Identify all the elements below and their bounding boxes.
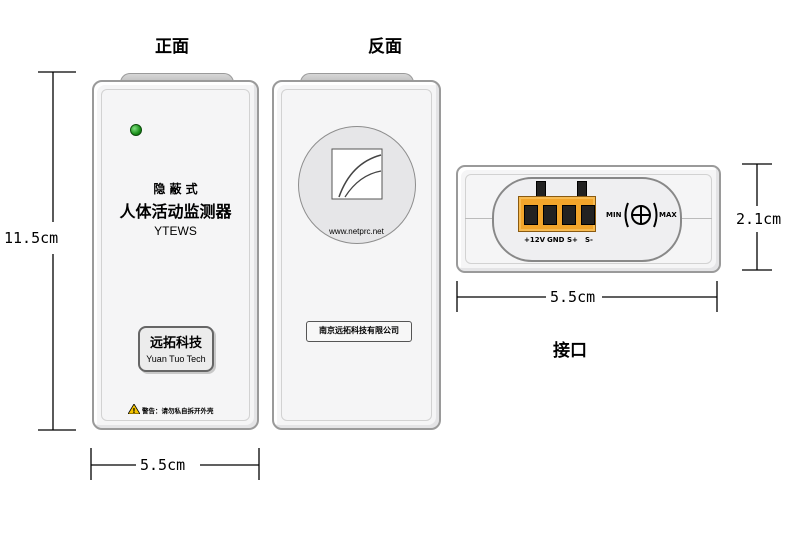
knob-max-label: MAX	[659, 211, 677, 219]
warning-text: 警告：请勿私自拆开外壳	[142, 407, 214, 415]
terminal-block	[518, 196, 596, 232]
logo-emblem	[298, 126, 416, 244]
terminal-label-12v: +12V	[524, 236, 546, 244]
terminal-label-gnd: GND	[547, 236, 565, 244]
brand-name-cn: 远拓科技	[149, 336, 202, 351]
sensitivity-knob-icon	[623, 200, 659, 230]
model-number: YTEWS	[154, 224, 197, 238]
brand-name-en: Yuan Tuo Tech	[146, 354, 206, 364]
brand-badge: 远拓科技 Yuan Tuo Tech	[138, 326, 214, 372]
website-url: www.netprc.net	[329, 227, 384, 236]
terminal-screw	[562, 205, 576, 225]
front-view-label: 正面	[155, 37, 189, 57]
terminal-screw	[581, 205, 595, 225]
front-width-dimension: 5.5cm	[138, 456, 188, 474]
knob-min-label: MIN	[606, 211, 622, 219]
company-name: 南京远拓科技有限公司	[306, 321, 412, 342]
front-device: 隐 蔽 式 人体活动监测器 YTEWS 远拓科技 Yuan Tuo Tech !…	[92, 80, 259, 430]
led-indicator	[130, 124, 142, 136]
logo-mark-icon	[331, 148, 383, 200]
product-type-text: 隐 蔽 式	[153, 182, 198, 196]
product-name: 人体活动监测器	[119, 202, 232, 221]
interface-device-frame	[465, 174, 712, 264]
clamp-slot	[536, 181, 546, 197]
interface-height-dimension: 2.1cm	[734, 210, 784, 228]
port-panel: +12V GND S+ S- MIN MAX	[492, 177, 682, 262]
warning-icon: !	[128, 404, 140, 414]
back-device-frame	[281, 89, 432, 421]
terminal-screw	[543, 205, 557, 225]
height-dimension: 11.5cm	[2, 229, 61, 247]
interface-view-label: 接口	[553, 341, 587, 361]
terminal-label-s-minus: S-	[585, 236, 593, 244]
interface-device: +12V GND S+ S- MIN MAX	[456, 165, 721, 273]
terminal-label-s-plus: S+	[567, 236, 578, 244]
back-device: www.netprc.net 南京远拓科技有限公司	[272, 80, 441, 430]
back-view-label: 反面	[368, 37, 402, 57]
clamp-slot	[577, 181, 587, 197]
terminal-screw	[524, 205, 538, 225]
interface-width-dimension: 5.5cm	[548, 288, 598, 306]
front-device-frame	[101, 89, 250, 421]
svg-text:!: !	[132, 407, 135, 414]
